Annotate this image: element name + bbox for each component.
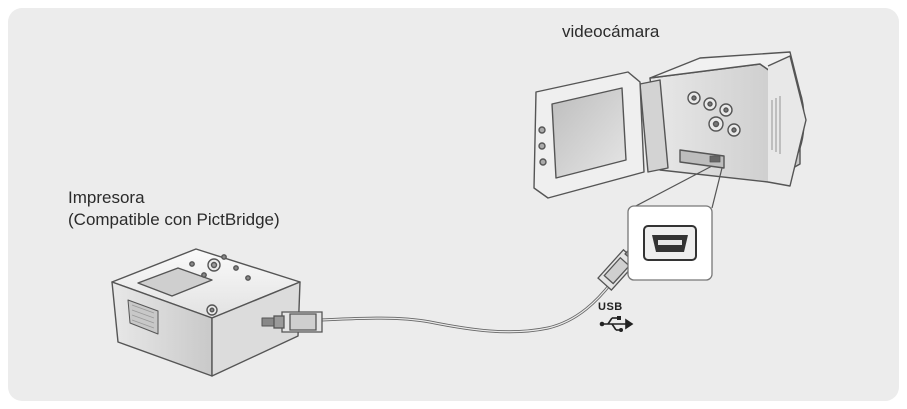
camcorder-illustration xyxy=(533,51,807,199)
printer-label-line2: (Compatible con PictBridge) xyxy=(68,210,280,229)
printer-label-line1: Impresora xyxy=(68,188,145,207)
printer-illustration xyxy=(111,248,301,377)
camcorder-label: videocámara xyxy=(562,22,660,41)
usb-trident-icon xyxy=(599,316,634,332)
detail-pointer xyxy=(631,165,723,209)
usb-cable xyxy=(273,245,641,334)
printer-label: Impresora (Compatible con PictBridge) xyxy=(68,187,280,231)
usb-port-detail xyxy=(627,205,713,281)
usb-label: USB xyxy=(598,301,623,313)
